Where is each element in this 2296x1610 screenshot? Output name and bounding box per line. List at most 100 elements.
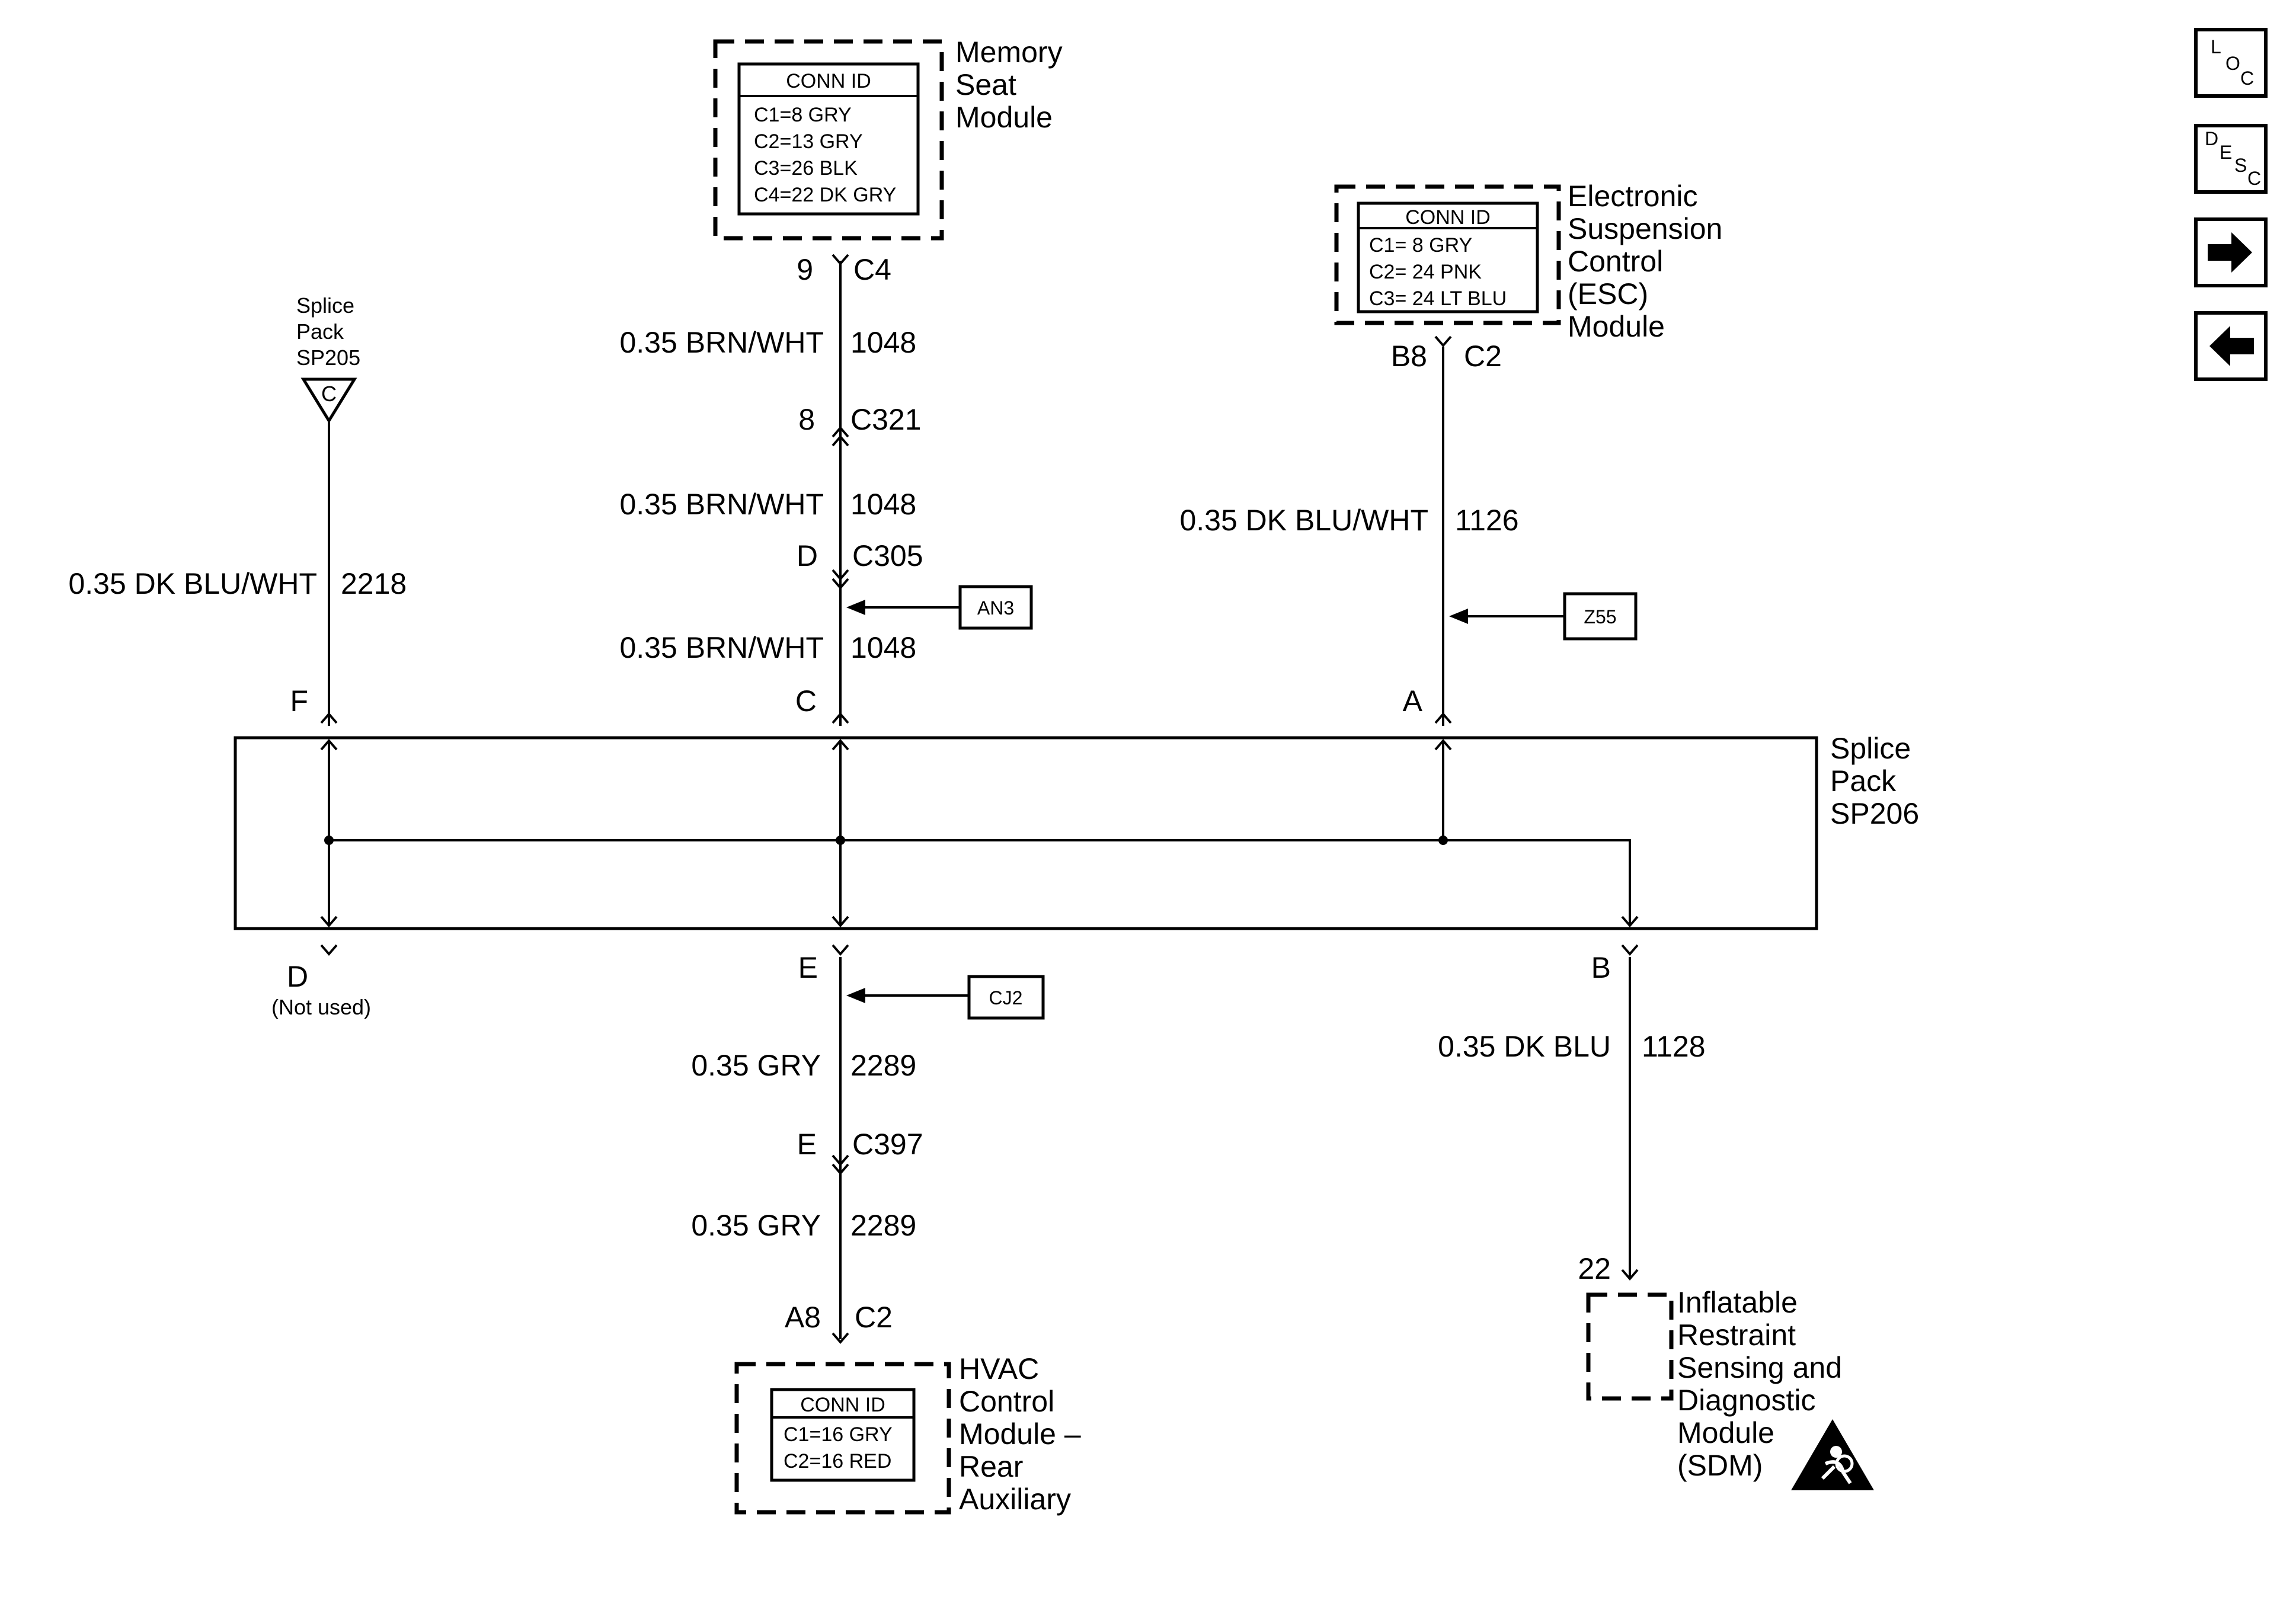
wire-1128-gauge: 0.35 DK BLU	[1438, 1030, 1611, 1063]
memory-seat-pin: 9	[797, 253, 813, 286]
sp205-title-line1: Splice	[296, 293, 354, 318]
esc-conn-id-box	[1357, 201, 1539, 313]
esc-conn-c3: C3= 24 LT BLU	[1369, 287, 1507, 310]
sp206-title-line3: SP206	[1830, 797, 1919, 830]
wire-2218-gauge: 0.35 DK BLU/WHT	[68, 567, 317, 600]
arrow-right-icon	[2208, 232, 2252, 273]
memory-seat-conn-c4: C4=22 DK GRY	[754, 184, 896, 206]
wire-1128-circuit: 1128	[1642, 1030, 1706, 1063]
svg-text:C: C	[2247, 168, 2261, 189]
hvac-pin: A8	[785, 1301, 821, 1334]
option-z55: Z55	[1584, 606, 1616, 628]
splice-pack-sp205: Splice Pack SP205 C	[296, 293, 360, 424]
hvac-module-outline	[734, 1362, 951, 1515]
c321-name: C321	[850, 403, 922, 436]
sp206-title-line1: Splice	[1830, 732, 1911, 765]
hvac-title-line4: Rear	[959, 1450, 1023, 1483]
memory-seat-connector: C4	[853, 253, 891, 286]
memory-seat-conn-c2: C2=13 GRY	[754, 130, 863, 153]
esc-conn-c2: C2= 24 PNK	[1369, 261, 1482, 283]
esc-module: CONN ID C1= 8 GRY C2= 24 PNK C3= 24 LT B…	[1334, 180, 1722, 343]
c305-pin: D	[797, 539, 818, 572]
svg-text:D: D	[2205, 128, 2218, 149]
sdm-pin: 22	[1578, 1252, 1611, 1285]
memory-seat-title-line3: Module	[955, 101, 1053, 134]
option-an3-box	[958, 585, 1033, 630]
wire-1126-gauge: 0.35 DK BLU/WHT	[1179, 504, 1428, 537]
wire-2218-circuit: 2218	[341, 567, 407, 600]
sp205-connector-triangle	[300, 377, 357, 424]
wire-1048-mid-circuit: 1048	[850, 488, 916, 521]
hvac-title-line3: Module –	[959, 1417, 1081, 1451]
option-cj2-box	[967, 975, 1045, 1020]
memory-seat-module: CONN ID C1=8 GRY C2=13 GRY C3=26 BLK C4=…	[713, 36, 1063, 241]
memory-seat-module-outline	[713, 39, 944, 241]
sp206-pin-d: D	[287, 960, 308, 993]
c397-pin: E	[797, 1128, 817, 1161]
sdm-title-line6: (SDM)	[1677, 1449, 1763, 1482]
wire-2289-top-circuit: 2289	[850, 1049, 916, 1082]
sp206-pin-f: F	[290, 684, 308, 718]
wire-1048-top-circuit: 1048	[850, 326, 916, 359]
svg-text:S: S	[2234, 155, 2247, 176]
sp205-title-line3: SP205	[296, 345, 360, 370]
option-cj2: CJ2	[989, 987, 1023, 1009]
svg-text:E: E	[2220, 142, 2232, 163]
sdm-title-line3: Sensing and	[1677, 1351, 1842, 1384]
memory-seat-terminal	[832, 254, 849, 266]
wire-2289-bot-gauge: 0.35 GRY	[691, 1209, 821, 1242]
wire-1126-circuit: 1126	[1455, 504, 1519, 537]
sdm-title-line2: Restraint	[1677, 1318, 1796, 1352]
wire-2289-top-gauge: 0.35 GRY	[691, 1049, 821, 1082]
sp206-pin-e: E	[798, 951, 818, 984]
memory-seat-title-line2: Seat	[955, 68, 1016, 101]
option-an3: AN3	[977, 597, 1014, 619]
esc-title-line3: Control	[1568, 245, 1663, 278]
wire-2289-bot-circuit: 2289	[850, 1209, 916, 1242]
desc-button[interactable]: D E S C	[2194, 124, 2268, 194]
sp206-outline	[234, 736, 1818, 930]
hvac-rear-aux-module: CONN ID C1=16 GRY C2=16 RED HVAC Control…	[734, 1352, 1081, 1516]
esc-terminal	[1434, 335, 1452, 348]
next-page-button[interactable]	[2194, 217, 2268, 287]
loc-button[interactable]: L O C	[2194, 28, 2268, 98]
airbag-warning-icon	[1791, 1419, 1874, 1490]
sdm-title-line5: Module	[1677, 1416, 1774, 1449]
sdm-module: Inflatable Restraint Sensing and Diagnos…	[1586, 1286, 1842, 1482]
svg-text:O: O	[2225, 53, 2240, 74]
sp206-not-used: (Not used)	[271, 995, 371, 1019]
option-z55-box	[1563, 592, 1638, 641]
hvac-conn-c1: C1=16 GRY	[784, 1423, 893, 1446]
esc-conn-id-title: CONN ID	[1405, 206, 1491, 229]
esc-conn-c1: C1= 8 GRY	[1369, 234, 1472, 257]
esc-title-line4: (ESC)	[1568, 277, 1648, 311]
hvac-conn-id-box	[770, 1388, 916, 1482]
sdm-title-line1: Inflatable	[1677, 1286, 1798, 1319]
memory-seat-conn-id-title: CONN ID	[786, 70, 871, 92]
splice-pack-sp206: F C A Splice Pack SP206 D (Not used) E	[234, 684, 1919, 1019]
hvac-title-line1: HVAC	[959, 1352, 1039, 1385]
sp206-title-line2: Pack	[1830, 764, 1897, 798]
sp206-pin-a: A	[1403, 684, 1423, 718]
sdm-module-outline	[1586, 1292, 1674, 1401]
esc-title-line5: Module	[1568, 310, 1665, 343]
esc-connector: C2	[1464, 340, 1502, 373]
svg-text:L: L	[2211, 36, 2221, 57]
esc-pin: B8	[1391, 340, 1427, 373]
memory-seat-conn-id-box	[737, 62, 920, 216]
hvac-title-line5: Auxiliary	[959, 1483, 1071, 1516]
hvac-terminal	[832, 1332, 849, 1345]
sdm-title-line4: Diagnostic	[1677, 1384, 1815, 1417]
memory-seat-title-line1: Memory	[955, 36, 1063, 69]
hvac-title-line2: Control	[959, 1385, 1054, 1418]
prev-page-button[interactable]	[2194, 311, 2268, 381]
hvac-conn-id-title: CONN ID	[800, 1394, 885, 1416]
memory-seat-conn-c3: C3=26 BLK	[754, 157, 858, 180]
arrow-left-icon	[2209, 326, 2254, 366]
sdm-terminal	[1621, 1269, 1639, 1281]
wire-1048-top-gauge: 0.35 BRN/WHT	[619, 326, 824, 359]
wire-1048-bot-circuit: 1048	[850, 631, 916, 664]
esc-title-line2: Suspension	[1568, 212, 1722, 245]
wire-1048-mid-gauge: 0.35 BRN/WHT	[619, 488, 824, 521]
